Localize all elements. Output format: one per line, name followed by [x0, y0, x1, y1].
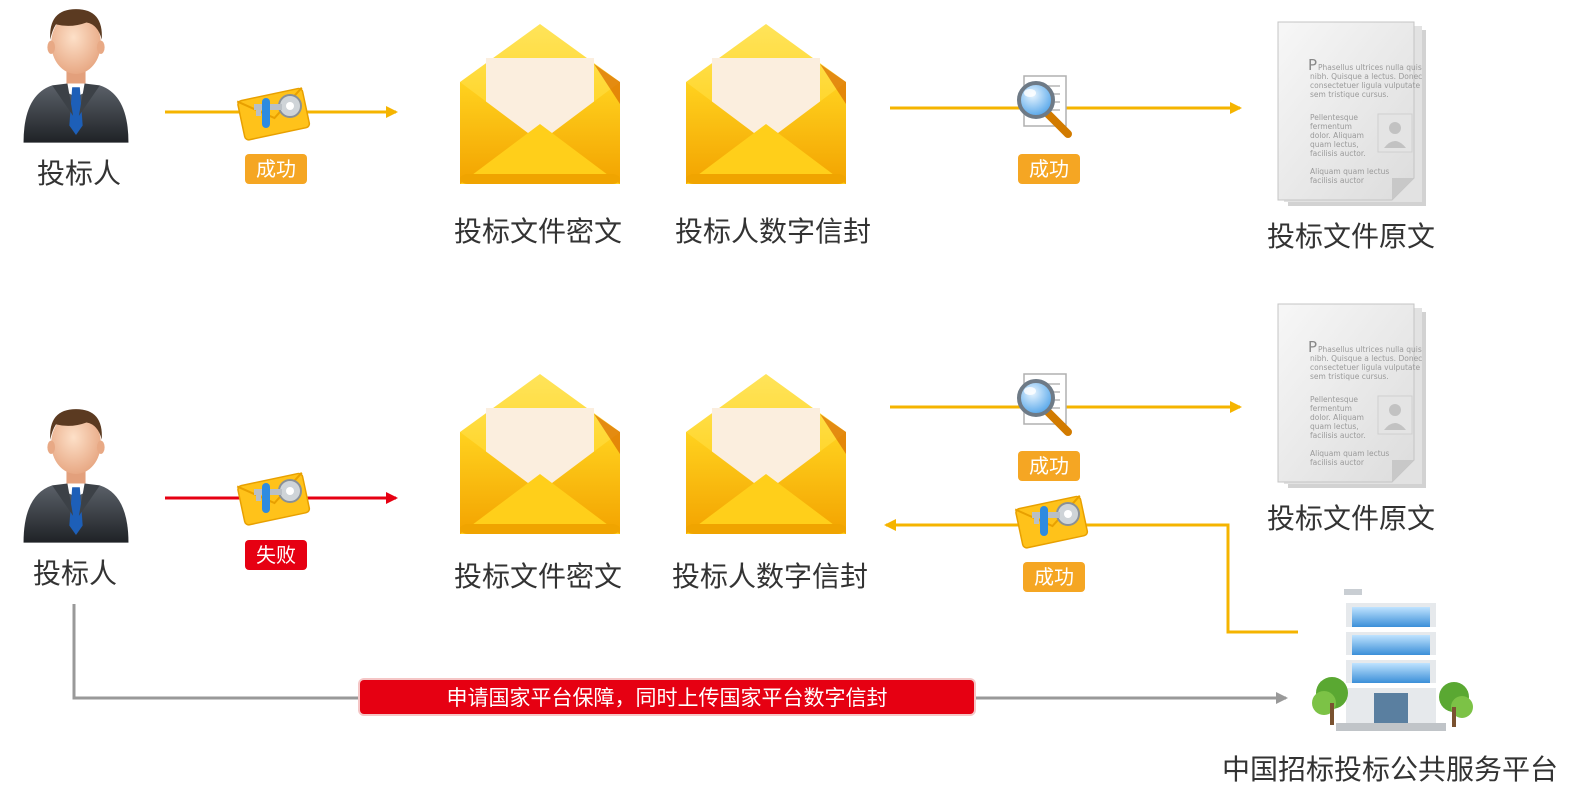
doc-text-line: quam lectus, — [1310, 140, 1359, 149]
cipher-envelope-icon — [460, 374, 620, 534]
key-envelope-icon — [1014, 494, 1090, 550]
doc-text-line: Pellentesque — [1310, 395, 1358, 404]
digital-envelope-icon — [686, 374, 846, 534]
platform-building-icon — [1312, 589, 1473, 731]
doc-text-line: facilisis auctor — [1310, 176, 1365, 185]
doc-text-line: Pellentesque — [1310, 113, 1358, 122]
bidder-icon — [23, 409, 129, 543]
doc-text-line: sem tristique cursus. — [1310, 90, 1389, 99]
doc-text-line: nibh. Quisque a lectus. Donec — [1310, 354, 1422, 363]
doc-text-line: fermentum — [1310, 122, 1352, 131]
status-badge-success: 成功 — [1018, 451, 1080, 481]
doc-text-line: Phasellus ultrices nulla quis — [1318, 63, 1422, 72]
doc-text-line: dolor. Aliquam — [1310, 131, 1364, 140]
doc-text-line: nibh. Quisque a lectus. Donec — [1310, 72, 1422, 81]
cipher-label: 投标文件密文 — [453, 560, 623, 593]
doc-text-line: facilisis auctor — [1310, 458, 1365, 467]
envelope-label: 投标人数字信封 — [674, 215, 872, 248]
key-envelope-icon — [236, 471, 312, 527]
bidder-label: 投标人 — [36, 157, 122, 190]
guarantee-banner: 申请国家平台保障，同时上传国家平台数字信封 — [360, 680, 974, 714]
doc-text-line: Aliquam quam lectus — [1310, 167, 1389, 176]
plaintext-label: 投标文件原文 — [1266, 220, 1436, 253]
plaintext-document-icon: P Phasellus ultrices nulla quis nibh. Qu… — [1277, 303, 1426, 488]
magnifier-icon — [1019, 76, 1068, 134]
platform-label: 中国招标投标公共服务平台 — [1221, 753, 1559, 786]
status-badge-success: 成功 — [1023, 562, 1085, 592]
doc-text-line: fermentum — [1310, 404, 1352, 413]
cipher-envelope-icon — [460, 24, 620, 184]
doc-text-line: consectetuer ligula vulputate — [1310, 363, 1420, 372]
svg-text:P: P — [1308, 56, 1317, 74]
plaintext-document-icon: P Phasellus ultrices nulla quis nibh. Qu… — [1277, 21, 1426, 206]
bidder-label: 投标人 — [32, 557, 118, 590]
plaintext-label: 投标文件原文 — [1266, 502, 1436, 535]
svg-text:P: P — [1308, 338, 1317, 356]
doc-text-line: quam lectus, — [1310, 422, 1359, 431]
key-envelope-icon — [236, 86, 312, 142]
doc-text-line: Phasellus ultrices nulla quis — [1318, 345, 1422, 354]
doc-text-line: facilisis auctor. — [1310, 431, 1366, 440]
status-badge-success: 成功 — [1018, 154, 1080, 184]
magnifier-icon — [1019, 374, 1068, 432]
status-badge-success: 成功 — [245, 154, 307, 184]
doc-text-line: dolor. Aliquam — [1310, 413, 1364, 422]
doc-text-line: Aliquam quam lectus — [1310, 449, 1389, 458]
cipher-label: 投标文件密文 — [453, 215, 623, 248]
digital-envelope-icon — [686, 24, 846, 184]
doc-text-line: facilisis auctor. — [1310, 149, 1366, 158]
envelope-label: 投标人数字信封 — [671, 560, 869, 593]
status-badge-failure: 失败 — [245, 540, 307, 570]
doc-text-line: sem tristique cursus. — [1310, 372, 1389, 381]
bidder-icon — [23, 9, 129, 143]
doc-text-line: consectetuer ligula vulputate — [1310, 81, 1420, 90]
platform-return-arrow — [884, 519, 1298, 634]
